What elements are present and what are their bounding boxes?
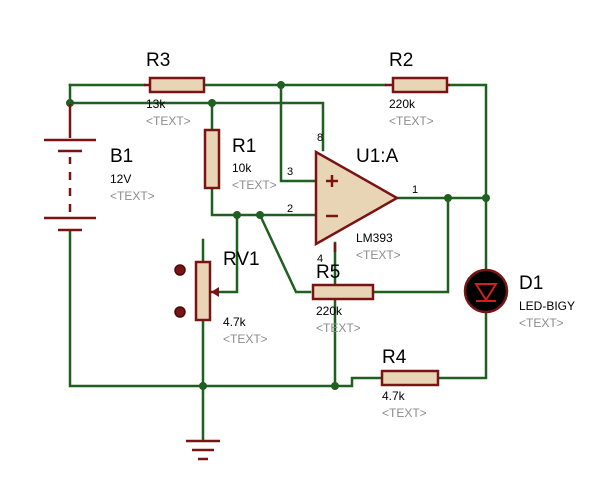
wire-r2-right xyxy=(448,83,488,272)
d1-value: LED-BIGY xyxy=(519,299,575,313)
wire-r5-left xyxy=(258,213,312,294)
u1-pin1-label: 1 xyxy=(412,184,418,196)
r1-text: <TEXT> xyxy=(232,178,277,192)
pot-terminal-icon xyxy=(174,306,186,318)
led-d1[interactable]: D1 LED-BIGY <TEXT> xyxy=(463,268,575,330)
r5-value: 220k xyxy=(316,304,343,318)
wire-rv1-wiper xyxy=(215,213,239,294)
wires xyxy=(66,81,490,442)
rv1-value: 4.7k xyxy=(223,315,247,329)
r1-ref: R1 xyxy=(232,136,256,157)
r3-ref: R3 xyxy=(146,50,170,71)
opamp-u1a[interactable]: U1:A LM393 <TEXT> 3 2 1 8 4 xyxy=(287,132,418,265)
junction-dot xyxy=(256,211,264,219)
resistor-r5[interactable]: R5 220k <TEXT> xyxy=(311,262,375,335)
r2-text: <TEXT> xyxy=(389,114,434,128)
wire-b1-bottom xyxy=(68,230,337,388)
junction-dot xyxy=(444,194,452,202)
led-body xyxy=(463,268,509,314)
potentiometer-rv1[interactable]: RV1 4.7k <TEXT> xyxy=(174,249,268,346)
junction-dot xyxy=(208,99,216,107)
r4-ref: R4 xyxy=(382,347,407,368)
b1-ref: B1 xyxy=(110,146,133,167)
pot-terminal-icon xyxy=(174,264,186,276)
rv1-ref: RV1 xyxy=(223,249,260,270)
resistor-r2[interactable]: R2 220k <TEXT> xyxy=(385,50,450,128)
u1-pin8-label: 8 xyxy=(317,132,323,144)
resistor-r4[interactable]: R4 4.7k <TEXT> xyxy=(380,347,440,420)
ground-icon xyxy=(186,439,220,461)
b1-value: 12V xyxy=(110,172,131,186)
wire-r1-bottom xyxy=(210,188,320,217)
junction-dot xyxy=(277,81,285,89)
wire-r5-right xyxy=(371,196,450,294)
r1-value: 10k xyxy=(232,161,252,175)
junction-dot xyxy=(331,382,339,390)
diode-triangle-icon xyxy=(474,283,498,302)
junction-dot xyxy=(66,99,74,107)
wire-r4-left xyxy=(333,376,382,388)
r3-text: <TEXT> xyxy=(146,114,191,128)
d1-text: <TEXT> xyxy=(519,316,564,330)
u1-text: <TEXT> xyxy=(356,248,401,262)
u1-pin2-label: 2 xyxy=(287,203,293,215)
battery-b1[interactable]: B1 12V <TEXT> xyxy=(44,104,155,232)
junction-dot xyxy=(233,211,241,219)
wire-r4-right xyxy=(438,310,488,380)
u1-ref: U1:A xyxy=(356,146,399,167)
wire-rail2 xyxy=(68,101,325,152)
junction-dot xyxy=(199,382,207,390)
u1-pin4-label: 4 xyxy=(317,253,323,265)
wire-pin3 xyxy=(279,83,320,183)
d1-ref: D1 xyxy=(519,273,543,294)
resistor-r1[interactable]: R1 10k <TEXT> xyxy=(203,128,277,192)
rv1-text: <TEXT> xyxy=(223,332,268,346)
opamp-triangle xyxy=(314,149,400,247)
resistor-r3[interactable]: R3 13k <TEXT> xyxy=(144,50,206,128)
r5-ref: R5 xyxy=(316,262,340,283)
r5-text: <TEXT> xyxy=(316,321,361,335)
junction-dot xyxy=(482,194,490,202)
r4-value: 4.7k xyxy=(382,389,406,403)
u1-pin3-label: 3 xyxy=(287,166,293,178)
r2-value: 220k xyxy=(389,97,416,111)
r2-ref: R2 xyxy=(389,50,413,71)
r4-text: <TEXT> xyxy=(382,406,427,420)
b1-text: <TEXT> xyxy=(110,189,155,203)
u1-value: LM393 xyxy=(356,231,393,245)
r3-value: 13k xyxy=(146,97,166,111)
wiper-arrow-icon xyxy=(211,287,219,297)
